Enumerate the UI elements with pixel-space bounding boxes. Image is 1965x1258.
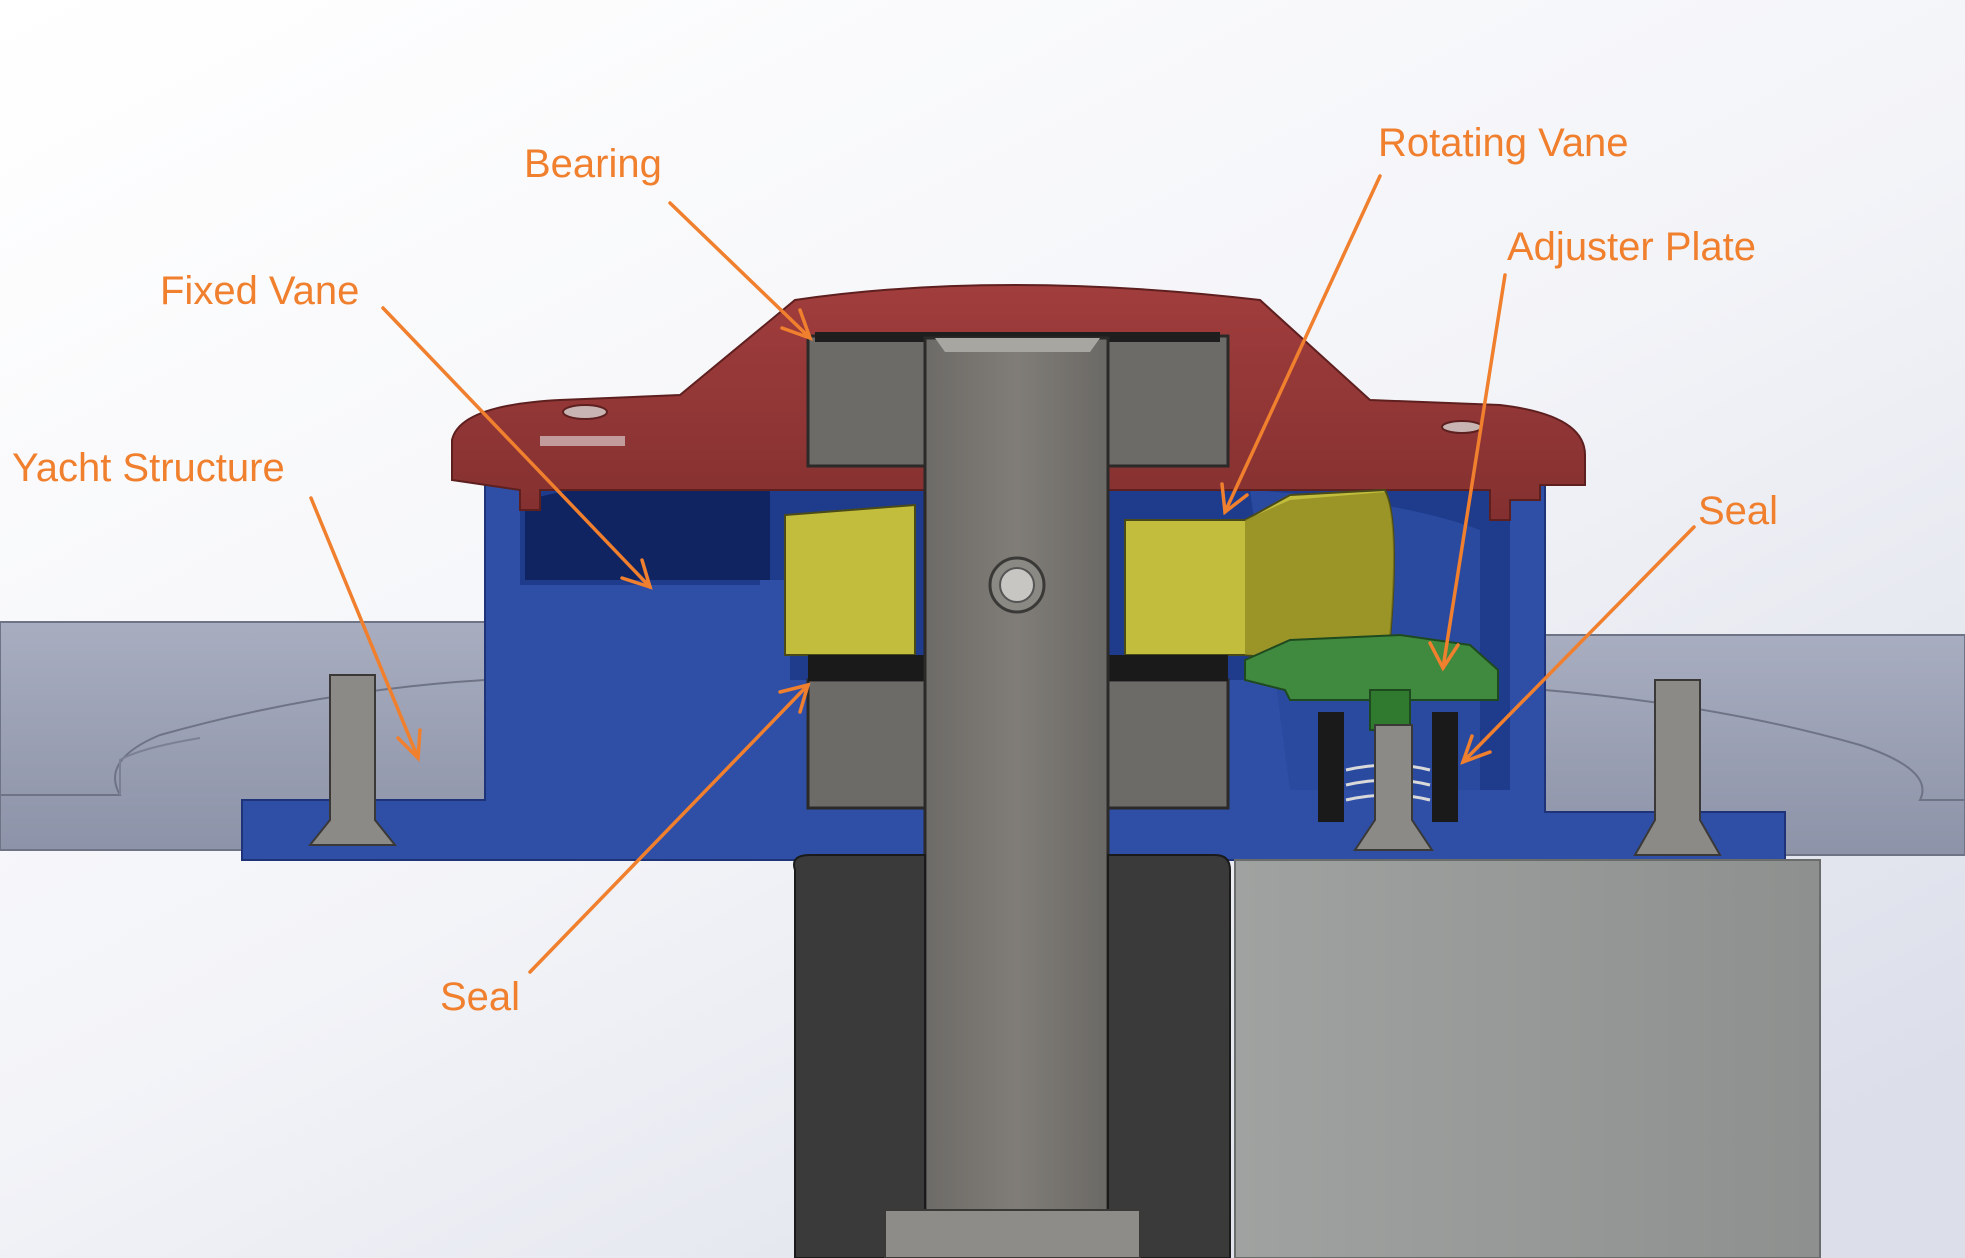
label-seal-lower: Seal [440, 975, 520, 1019]
rotating-vane-leader [1220, 174, 1382, 516]
label-adjuster-plate: Adjuster Plate [1507, 225, 1756, 269]
label-fixed-vane: Fixed Vane [160, 269, 359, 313]
rotating-vane [784, 488, 1395, 662]
leader-lines [309, 174, 1696, 974]
bearing-leader [668, 201, 813, 341]
seal-right-leader [1460, 525, 1696, 765]
motor-assembly [793, 854, 1821, 1258]
seals [808, 655, 1458, 822]
adjuster-plate-leader [1428, 273, 1507, 672]
label-yacht-structure: Yacht Structure [12, 446, 285, 490]
yacht-structure-leader [309, 496, 422, 762]
screws [307, 674, 1722, 856]
shaft [923, 336, 1110, 1258]
bearings [806, 332, 1230, 810]
fixed-vane-leader [381, 306, 653, 590]
callout-labels: Bearing Rotating Vane Adjuster Plate Fix… [12, 121, 1778, 1019]
label-bearing: Bearing [524, 142, 662, 186]
label-seal-right: Seal [1698, 489, 1778, 533]
seal-lower-leader [528, 682, 811, 974]
label-rotating-vane: Rotating Vane [1378, 121, 1629, 165]
